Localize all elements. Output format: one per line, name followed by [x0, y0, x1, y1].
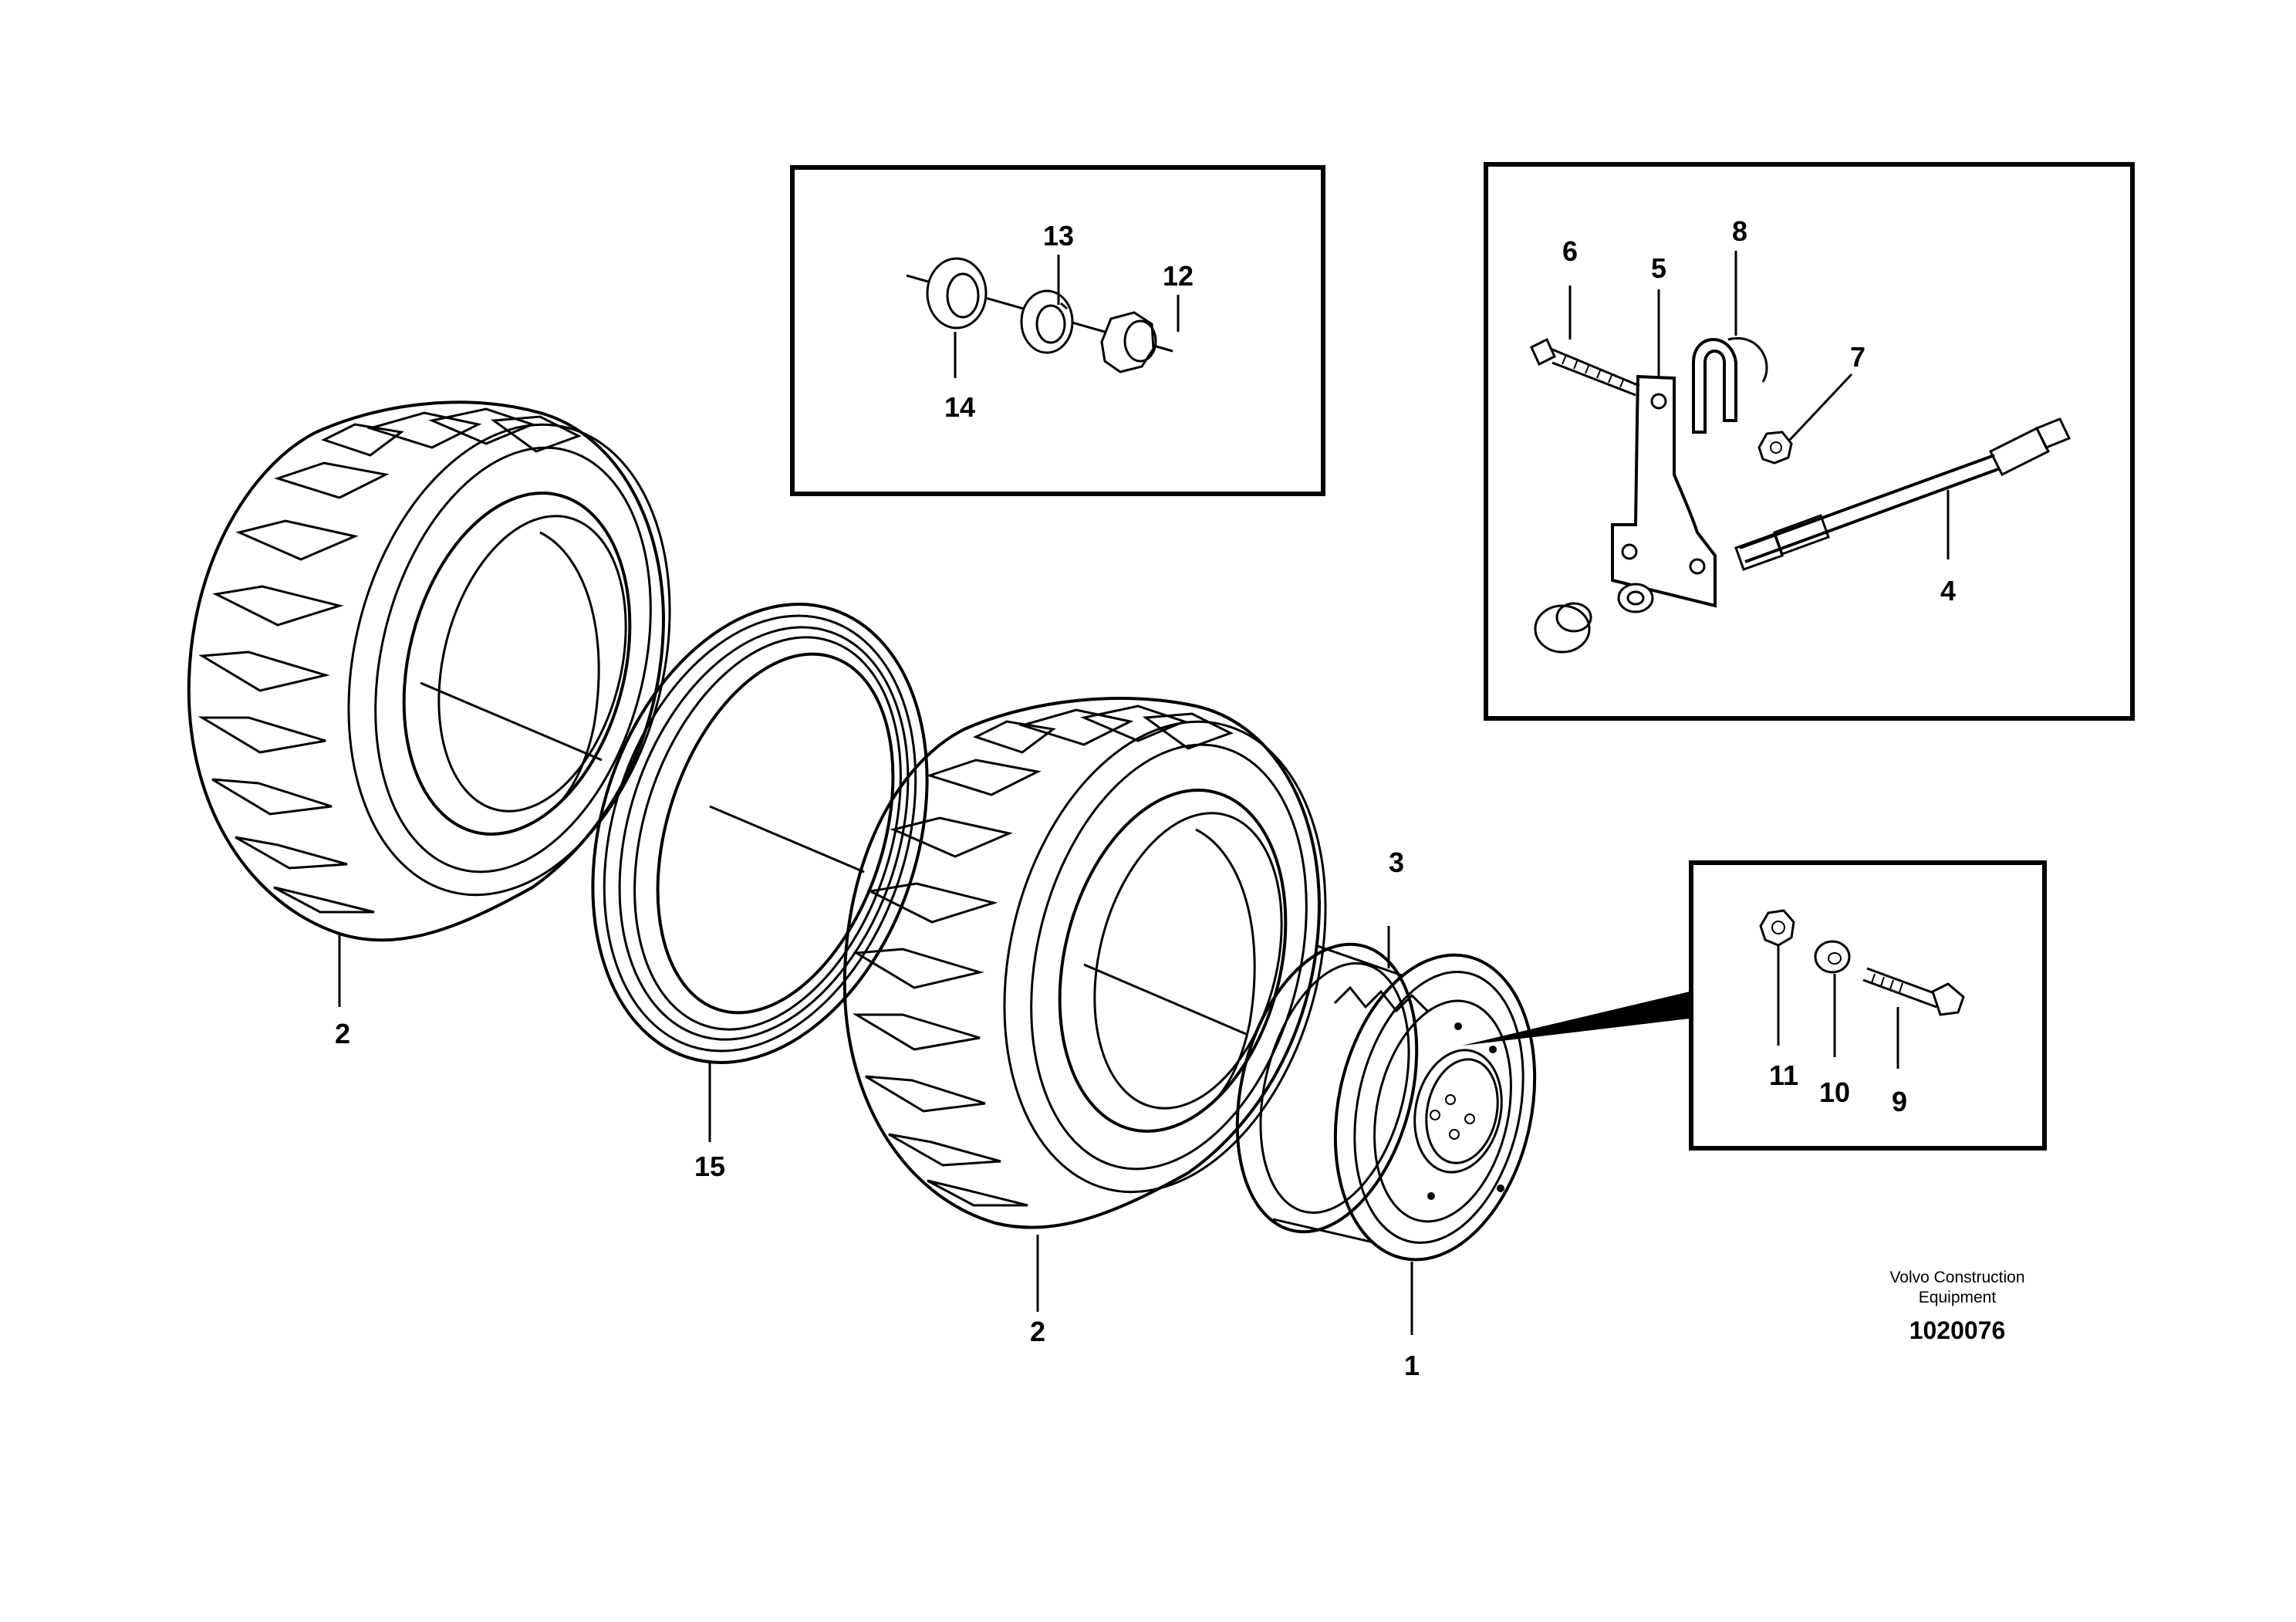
axis-line-1	[420, 681, 603, 762]
callout-13: 13	[1043, 220, 1074, 252]
callout-6: 6	[1562, 235, 1578, 267]
callout-15: 15	[694, 1151, 725, 1182]
callout-14: 14	[944, 391, 975, 423]
axis-line-3	[1083, 963, 1247, 1036]
callout-11: 11	[1769, 1059, 1798, 1091]
left-tire	[187, 400, 671, 942]
callout-3: 3	[1389, 846, 1404, 878]
callout-7: 7	[1850, 341, 1866, 373]
inset-nut-washers	[790, 165, 1325, 496]
callout-2-left: 2	[335, 1018, 350, 1049]
right-tire	[842, 697, 1327, 1229]
callout-8: 8	[1732, 215, 1747, 247]
brand-line-1: Volvo Construction	[1889, 1269, 2024, 1286]
axis-line-2	[709, 805, 865, 874]
figure-id: 1020076	[1909, 1316, 2006, 1344]
callout-4: 4	[1940, 575, 1956, 607]
detail-projection	[1462, 992, 1690, 1046]
brand-line-2: Equipment	[1919, 1289, 1997, 1306]
rim-assembly	[1235, 942, 1537, 1262]
callout-5: 5	[1651, 252, 1666, 284]
inset-valve-bracket	[1484, 162, 2135, 721]
callout-1: 1	[1404, 1350, 1420, 1381]
callout-9: 9	[1892, 1086, 1907, 1117]
callout-12: 12	[1163, 260, 1194, 292]
tire-flap	[591, 603, 929, 1064]
callout-2-right: 2	[1030, 1316, 1045, 1347]
leader-7	[1788, 373, 1853, 441]
callout-10: 10	[1819, 1076, 1850, 1108]
inset-bolt-washer-nut	[1689, 860, 2047, 1151]
